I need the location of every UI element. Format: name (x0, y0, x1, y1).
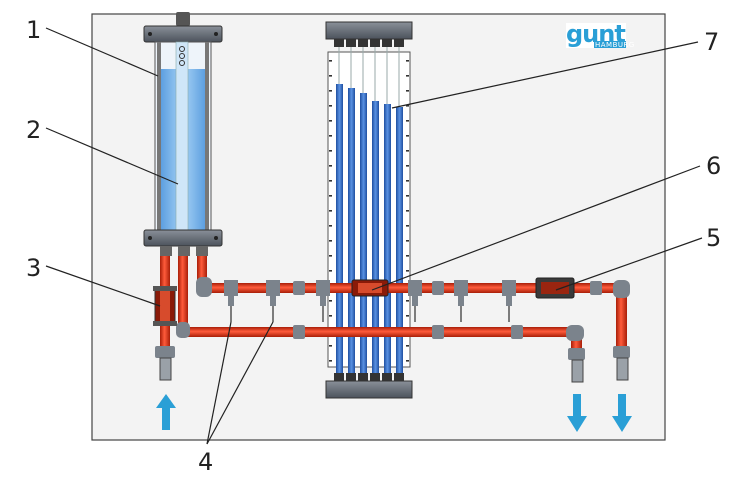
callout-4: 4 (198, 448, 213, 476)
outflow-arrow-icon (567, 394, 587, 432)
callout-5: 5 (706, 224, 721, 252)
callout-leaders (45, 27, 703, 445)
pressure-tapping-points (224, 280, 516, 306)
inflow-arrow-icon (156, 394, 176, 430)
tube-manometer (325, 21, 413, 399)
outflow-arrow-icon (612, 394, 632, 432)
pipe-network (153, 256, 630, 383)
callout-6: 6 (706, 152, 721, 180)
logo-subtitle: HAMBURG (595, 41, 635, 49)
callout-1: 1 (26, 16, 41, 44)
gunt-logo: gunt HAMBURG (566, 20, 635, 49)
standpipe-tank (143, 12, 223, 256)
callout-3: 3 (26, 254, 41, 282)
callout-2: 2 (26, 116, 41, 144)
callout-7: 7 (704, 28, 719, 56)
